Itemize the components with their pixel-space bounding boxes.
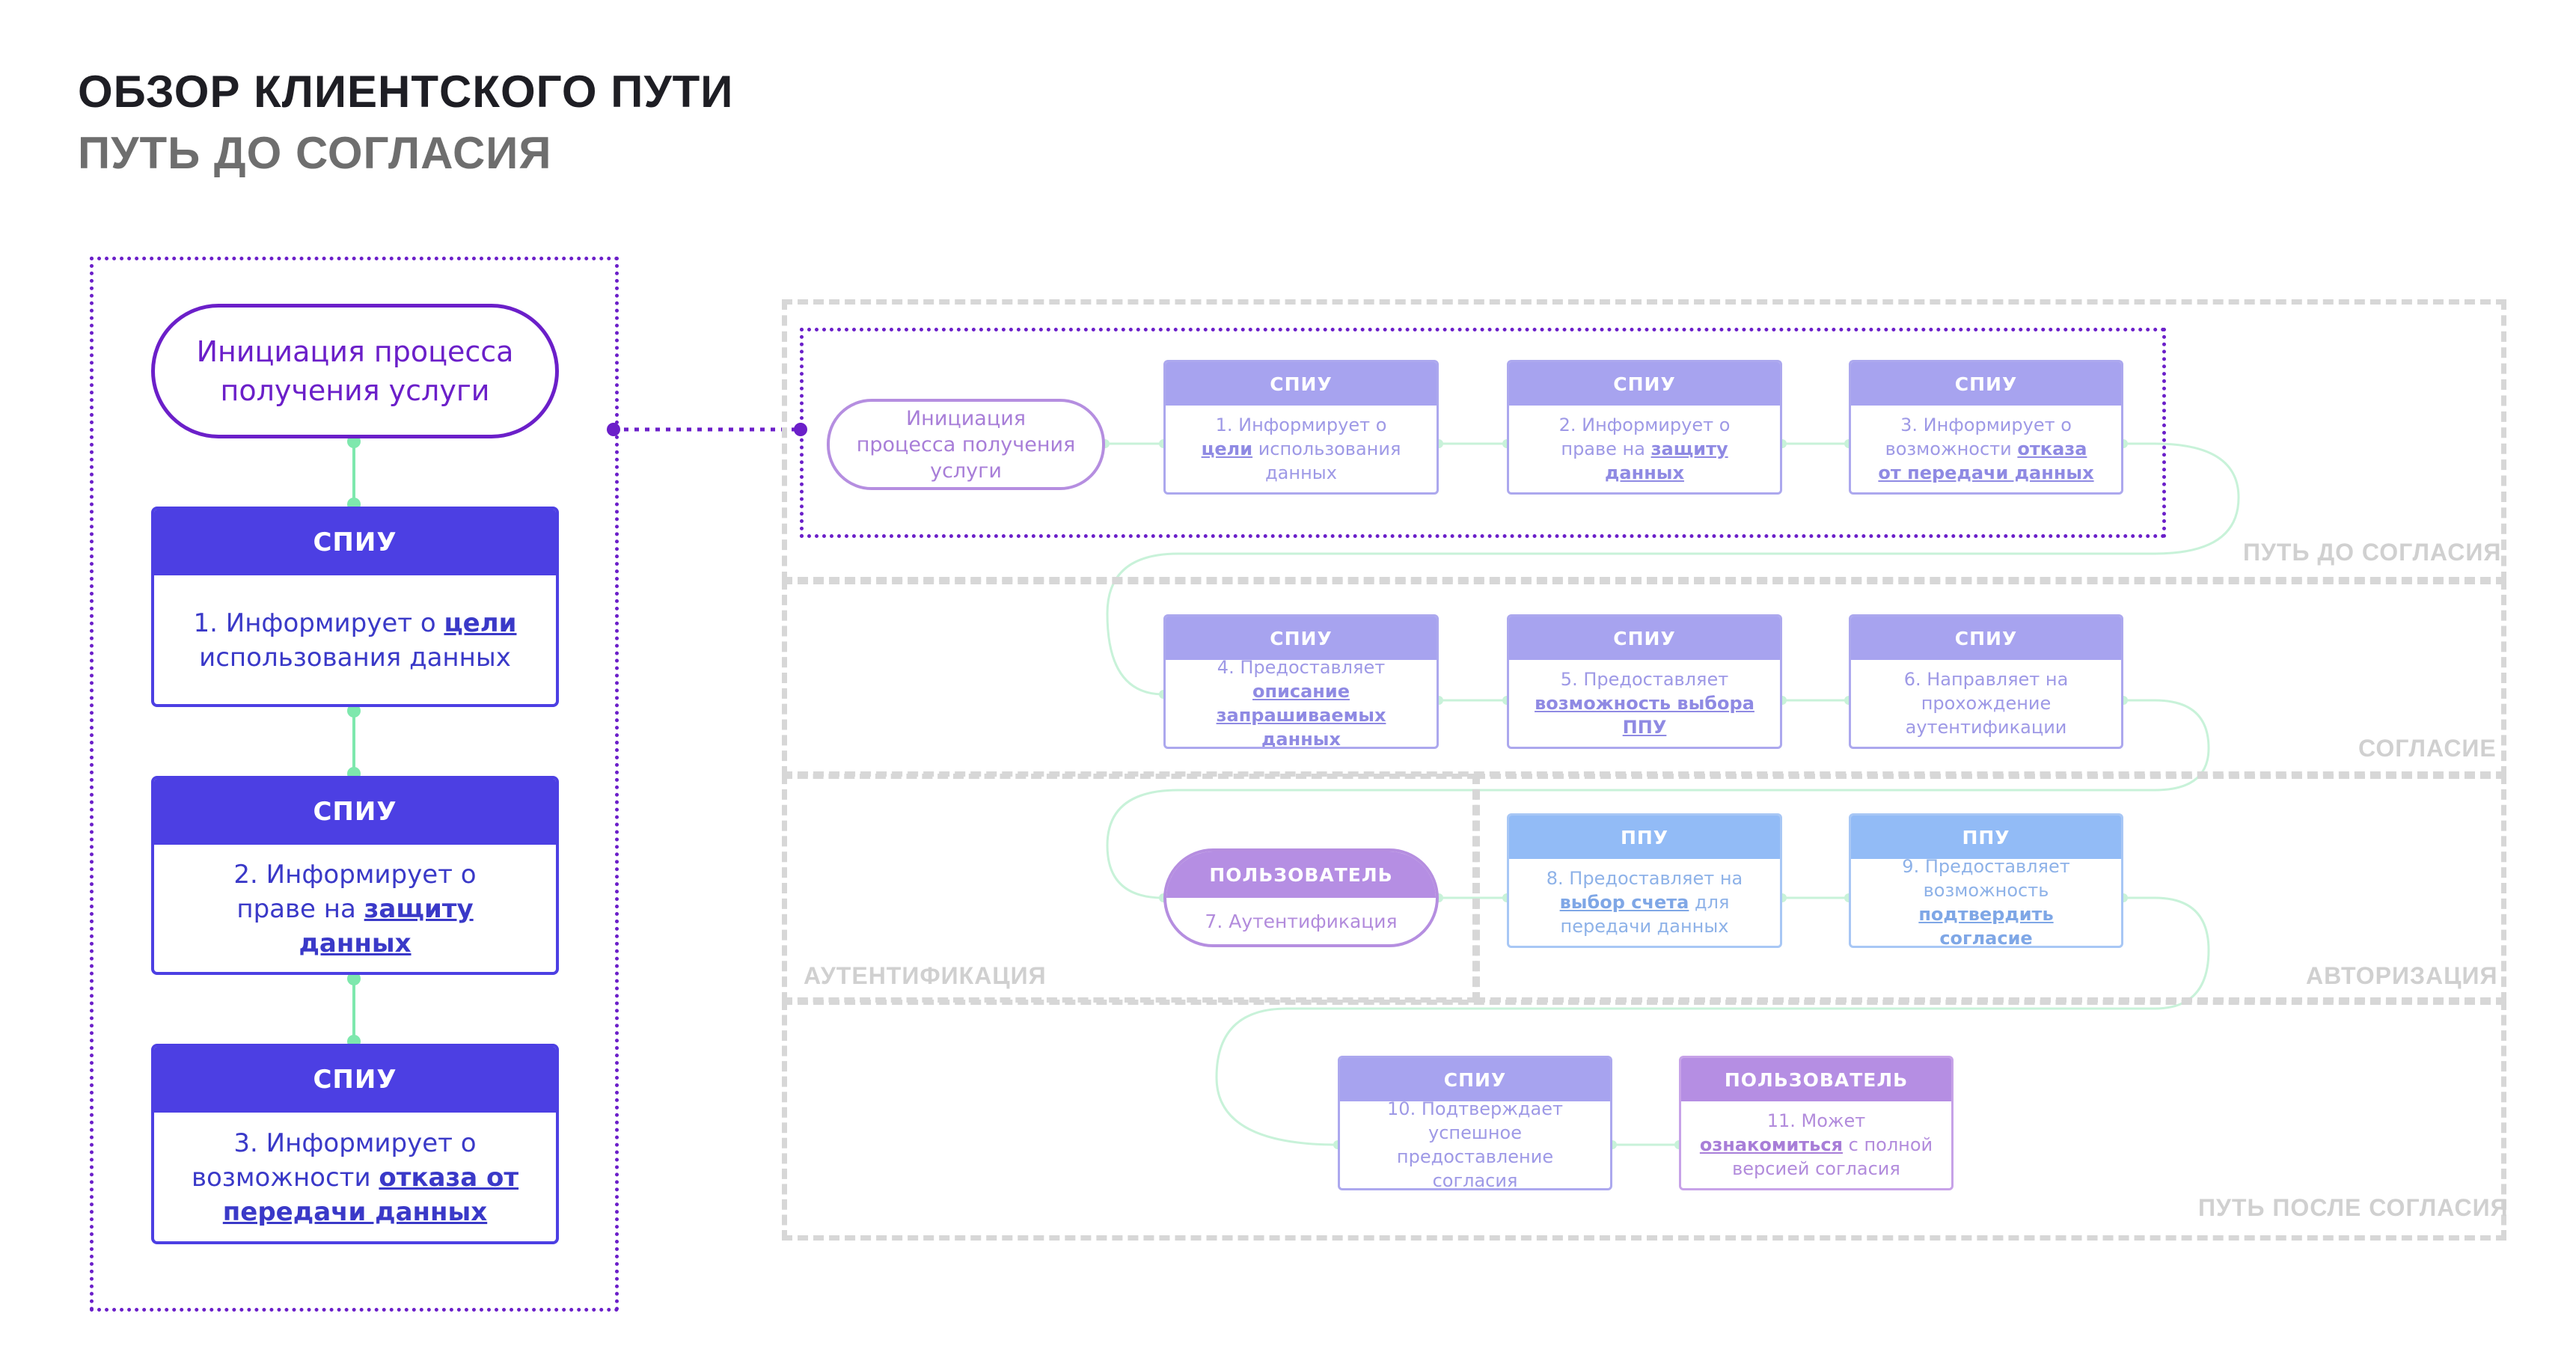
flow-step-10-card: СПИУ 10. Подтверждает успешное предостав… bbox=[1338, 1056, 1612, 1190]
flow-step-8-body: 8. Предоставляет на выбор счета для пере… bbox=[1509, 859, 1780, 946]
zone-after-consent bbox=[782, 1000, 2506, 1241]
flow-step-11-post: с полной версией согласия bbox=[1732, 1134, 1933, 1179]
flow-step-8-header: ППУ bbox=[1509, 816, 1780, 859]
flow-step-4-card: СПИУ 4. Предоставляет описание запрашива… bbox=[1163, 614, 1439, 749]
flow-step-11-card: ПОЛЬЗОВАТЕЛЬ 11. Может ознакомиться с по… bbox=[1679, 1056, 1954, 1190]
flow-step-11-bold: ознакомиться bbox=[1699, 1134, 1843, 1155]
zone-label-consent: СОГЛАСИЕ bbox=[2358, 735, 2497, 762]
flow-start-label: Инициация процесса получения услуги bbox=[856, 406, 1076, 483]
zoom-step-1-card: СПИУ 1. Информирует о цели использования… bbox=[151, 507, 559, 707]
flow-step-6-header: СПИУ bbox=[1851, 617, 2121, 660]
zoom-step-3-text-bold: отказа от передачи данных bbox=[222, 1163, 519, 1227]
flow-step-2-pre: 2. Информирует о праве на bbox=[1558, 415, 1731, 459]
flow-step-3-pre: 3. Информирует о возможности bbox=[1885, 415, 2072, 459]
flow-step-2-body: 2. Информирует о праве на защиту данных bbox=[1509, 406, 1780, 492]
zone-label-before: ПУТЬ ДО СОГЛАСИЯ bbox=[2243, 539, 2502, 566]
flow-step-2-bold: защиту данных bbox=[1605, 438, 1728, 483]
page-subtitle: ПУТЬ ДО СОГЛАСИЯ bbox=[78, 128, 552, 178]
flow-highlight-frame bbox=[800, 328, 2166, 538]
flow-step-5-header: СПИУ bbox=[1509, 617, 1780, 660]
flow-step-10-pre: 10. Подтверждает успешное предоставление… bbox=[1387, 1098, 1563, 1190]
zoom-frame bbox=[90, 257, 619, 1312]
flow-step-4-header: СПИУ bbox=[1166, 617, 1437, 660]
zoom-step-2-text-pre: 2. Информирует о праве на bbox=[233, 860, 477, 924]
zoom-start-node: Инициация процесса получения услуги bbox=[151, 304, 559, 438]
zoom-step-1-text-bold: цели bbox=[444, 608, 517, 638]
flow-step-3-card: СПИУ 3. Информирует о возможности отказа… bbox=[1849, 360, 2123, 495]
zone-label-auth: АУТЕНТИФИКАЦИЯ bbox=[804, 962, 1047, 989]
flow-step-6-card: СПИУ 6. Направляет на прохождение аутент… bbox=[1849, 614, 2123, 749]
flow-step-5-body: 5. Предоставляет возможность выбора ППУ bbox=[1509, 660, 1780, 747]
flow-step-10-header: СПИУ bbox=[1340, 1058, 1610, 1101]
flow-step-7-label: 7. Аутентификация bbox=[1205, 910, 1398, 932]
flow-step-4-body: 4. Предоставляет описание запрашиваемых … bbox=[1166, 657, 1437, 749]
flow-step-3-header: СПИУ bbox=[1851, 362, 2121, 406]
zoom-step-3-body: 3. Информирует о возможности отказа от п… bbox=[154, 1113, 556, 1241]
flow-step-11-body: 11. Может ознакомиться с полной версией … bbox=[1681, 1101, 1951, 1188]
zoom-step-3-card: СПИУ 3. Информирует о возможности отказа… bbox=[151, 1044, 559, 1244]
zoom-step-2-card: СПИУ 2. Информирует о праве на защиту да… bbox=[151, 776, 559, 975]
flow-step-4-pre: 4. Предоставляет bbox=[1217, 657, 1386, 678]
flow-step-10-body: 10. Подтверждает успешное предоставление… bbox=[1340, 1098, 1610, 1190]
zoom-start-label: Инициация процесса получения услуги bbox=[196, 335, 514, 407]
zone-label-after: ПУТЬ ПОСЛЕ СОГЛАСИЯ bbox=[2198, 1194, 2509, 1221]
flow-step-9-pre: 9. Предоставляет возможность bbox=[1902, 856, 2070, 901]
zoom-step-2-text-bold: защиту данных bbox=[299, 894, 474, 958]
zone-label-authorization: АВТОРИЗАЦИЯ bbox=[2306, 962, 2498, 989]
flow-step-9-header: ППУ bbox=[1851, 816, 2121, 859]
flow-step-3-body: 3. Информирует о возможности отказа от п… bbox=[1851, 406, 2121, 492]
flow-step-1-bold: цели bbox=[1201, 438, 1253, 459]
zoom-step-2-body: 2. Информирует о праве на защиту данных bbox=[154, 845, 556, 972]
flow-step-5-bold: возможность выбора ППУ bbox=[1535, 693, 1754, 738]
zoom-step-3-header: СПИУ bbox=[154, 1047, 556, 1113]
flow-step-7-header: ПОЛЬЗОВАТЕЛЬ bbox=[1166, 851, 1436, 898]
flow-step-5-card: СПИУ 5. Предоставляет возможность выбора… bbox=[1507, 614, 1782, 749]
flow-step-1-card: СПИУ 1. Информирует о цели использования… bbox=[1163, 360, 1439, 495]
flow-step-1-body: 1. Информирует о цели использования данн… bbox=[1166, 406, 1437, 492]
flow-step-1-post: использования данных bbox=[1252, 438, 1401, 483]
flow-step-11-pre: 11. Может bbox=[1766, 1110, 1866, 1131]
flow-step-9-card: ППУ 9. Предоставляет возможность подтвер… bbox=[1849, 813, 2123, 948]
flow-step-9-body: 9. Предоставляет возможность подтвердить… bbox=[1851, 856, 2121, 948]
flow-step-6-pre: 6. Направляет на прохождение аутентифика… bbox=[1903, 669, 2069, 738]
zoom-step-1-text-pre: 1. Информирует о bbox=[193, 608, 444, 638]
flow-step-1-pre: 1. Информирует о bbox=[1215, 415, 1387, 435]
zoom-step-1-header: СПИУ bbox=[154, 510, 556, 575]
flow-step-8-post: для передачи данных bbox=[1560, 892, 1730, 937]
flow-step-2-card: СПИУ 2. Информирует о праве на защиту да… bbox=[1507, 360, 1782, 495]
flow-step-8-pre: 8. Предоставляет на bbox=[1546, 868, 1743, 889]
flow-step-5-pre: 5. Предоставляет bbox=[1560, 669, 1729, 690]
zoom-step-3-text-pre: 3. Информирует о возможности bbox=[191, 1128, 477, 1193]
flow-step-4-bold: описание запрашиваемых данных bbox=[1216, 681, 1386, 749]
page-title: ОБЗОР КЛИЕНТСКОГО ПУТИ bbox=[78, 67, 734, 117]
flow-start-node: Инициация процесса получения услуги bbox=[827, 399, 1105, 490]
zoom-step-1-text-post: использования данных bbox=[199, 643, 511, 673]
flow-step-3-bold: отказа от передачи данных bbox=[1878, 438, 2094, 483]
flow-step-8-bold: выбор счета bbox=[1559, 892, 1689, 913]
flow-step-11-header: ПОЛЬЗОВАТЕЛЬ bbox=[1681, 1058, 1951, 1101]
zoom-step-1-body: 1. Информирует о цели использования данн… bbox=[154, 575, 556, 704]
flow-step-6-body: 6. Направляет на прохождение аутентифика… bbox=[1851, 660, 2121, 747]
flow-step-2-header: СПИУ bbox=[1509, 362, 1780, 406]
zoom-step-2-header: СПИУ bbox=[154, 779, 556, 845]
flow-step-9-bold: подтвердить согласие bbox=[1918, 904, 2054, 948]
flow-step-8-card: ППУ 8. Предоставляет на выбор счета для … bbox=[1507, 813, 1782, 948]
flow-step-7-node: ПОЛЬЗОВАТЕЛЬ 7. Аутентификация bbox=[1163, 848, 1439, 947]
flow-step-1-header: СПИУ bbox=[1166, 362, 1437, 406]
